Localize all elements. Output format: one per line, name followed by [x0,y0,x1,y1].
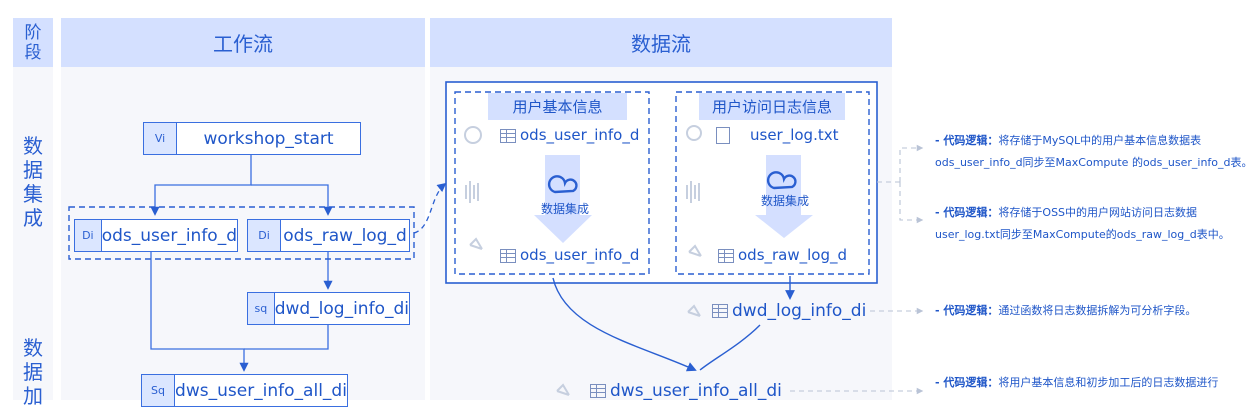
data-integration-icon: Di [75,220,102,251]
left-target-table: ods_user_info_d [500,246,639,264]
right-target-table: ods_raw_log_d [718,246,847,264]
note-log-parse: - 代码逻辑：通过函数将日志数据拆解为可分析字段。 [935,304,1197,317]
right-process-label: 数据集成 [761,194,810,208]
right-source-file: user_log.txt [716,126,839,144]
data-integration-icon: Di [248,220,281,251]
node-dws-user-info-all-di[interactable]: Sq dws_user_info_all_di [141,374,348,407]
node-ods-raw-log-d[interactable]: Di ods_raw_log_d [247,219,410,252]
workflow-header: 工作流 [61,18,425,67]
stage-data-integration: 数 据 集 成 [23,134,43,230]
node-dwd-log-info-di[interactable]: sq dwd_log_info_di [247,292,410,325]
node-workshop-start[interactable]: Vi workshop_start [143,122,361,155]
note-user-info-sync: - 代码逻辑：将存储于MySQL中的用户基本信息数据表 ods_user_inf… [935,134,1253,169]
table-icon [712,304,728,318]
note-log-sync: - 代码逻辑：将存储于OSS中的用户网站访问日志数据 user_log.txt同… [935,206,1230,241]
dataflow-header: 数据流 [430,18,892,67]
left-source-table: ods_user_info_d [500,126,639,144]
stage-header: 阶 段 [13,18,53,67]
left-process-label: 数据集成 [541,202,590,216]
user-basic-info-title: 用户基本信息 [488,93,627,120]
file-icon [716,127,730,144]
table-icon [718,248,734,263]
virtual-node-icon: Vi [144,123,177,154]
dwd-table: dwd_log_info_di [712,301,866,321]
stage-column [13,18,53,400]
table-icon [590,384,606,398]
node-ods-user-info-d[interactable]: Di ods_user_info_d [74,219,238,252]
note-user-log-merge: - 代码逻辑：将用户基本信息和初步加工后的日志数据进行 [935,376,1219,389]
sql-node-icon: sq [248,293,275,324]
table-icon [500,248,516,263]
user-access-log-title: 用户访问日志信息 [699,93,845,120]
sql-node-icon: Sq [142,375,175,406]
table-icon [500,128,516,143]
workflow-column [61,18,425,400]
dws-table: dws_user_info_all_di [590,381,782,401]
